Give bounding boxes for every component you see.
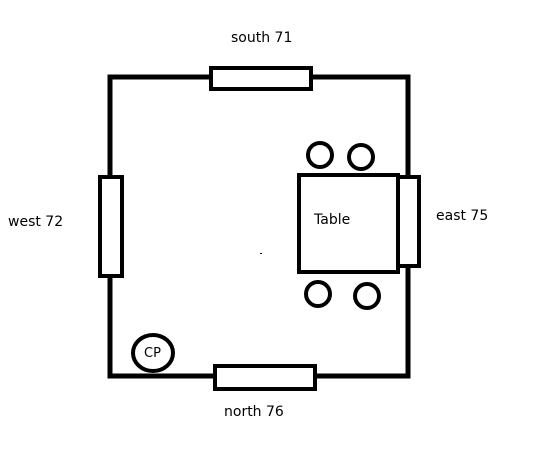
west-label: west 72 [8,214,64,230]
chair-bottom-right [353,282,381,310]
east-label: east 75 [436,208,489,224]
cp-label: CP [144,346,161,361]
south-label: south 71 [231,30,293,46]
north-wall-window [213,364,317,391]
center-dot [260,253,262,254]
table-label: Table [314,212,351,228]
west-wall-window [98,175,124,278]
chair-top-left [306,141,334,169]
south-wall-window [209,66,313,91]
table [297,173,400,274]
chair-bottom-left [304,280,332,308]
cp-marker [131,333,175,373]
east-wall-window [396,175,421,268]
north-label: north 76 [224,404,284,420]
chair-top-right [347,143,375,171]
